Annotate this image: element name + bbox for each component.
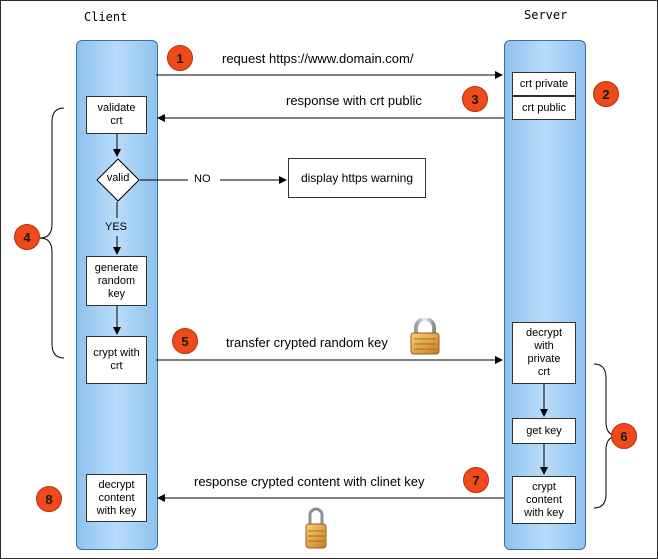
valid-label: valid bbox=[106, 172, 130, 184]
crt-private-box: crt private bbox=[512, 72, 576, 96]
step-badge-2: 2 bbox=[593, 81, 619, 107]
valid-diamond bbox=[96, 158, 140, 202]
decrypt-content-box: decrypt content with key bbox=[86, 474, 147, 522]
crypt-with-crt-box: crypt with crt bbox=[86, 336, 147, 384]
client-title: Client bbox=[84, 10, 128, 24]
validate-crt-box: validate crt bbox=[86, 96, 147, 134]
step-badge-4: 4 bbox=[14, 224, 40, 250]
step-badge-3: 3 bbox=[462, 86, 488, 112]
step-badge-1: 1 bbox=[167, 45, 193, 71]
step-badge-8: 8 bbox=[36, 486, 62, 512]
step-badge-6: 6 bbox=[611, 423, 637, 449]
generate-random-key-box: generate random key bbox=[86, 256, 147, 306]
response-content-label: response crypted content with clinet key bbox=[194, 474, 425, 489]
crt-public-box: crt public bbox=[512, 96, 576, 120]
lock-icon bbox=[410, 318, 440, 355]
left-brace bbox=[39, 107, 65, 359]
response-crt-label: response with crt public bbox=[286, 93, 422, 108]
decrypt-with-private-crt-box: decrypt with private crt bbox=[512, 322, 576, 384]
https-warning-box: display https warning bbox=[288, 158, 426, 198]
step-badge-7: 7 bbox=[463, 467, 489, 493]
step-badge-5: 5 bbox=[172, 328, 198, 354]
request-label: request https://www.domain.com/ bbox=[222, 51, 414, 66]
server-lane bbox=[504, 40, 586, 550]
yes-label: YES bbox=[105, 221, 128, 233]
get-key-box: get key bbox=[512, 418, 576, 444]
lock-icon bbox=[305, 507, 327, 549]
crypt-content-box: crypt content with key bbox=[512, 476, 576, 524]
transfer-key-label: transfer crypted random key bbox=[226, 335, 388, 350]
server-title: Server bbox=[524, 8, 568, 22]
no-label: NO bbox=[194, 173, 211, 185]
